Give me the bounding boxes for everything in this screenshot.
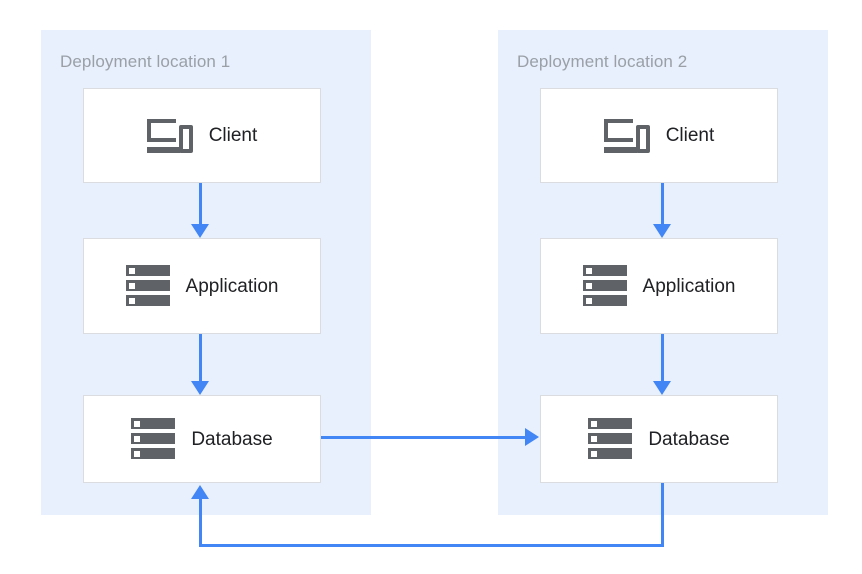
node-application-1[interactable]: Application [83,238,321,334]
connector-client-2-to-application-2 [661,183,664,227]
node-client-1[interactable]: Client [83,88,321,183]
server-icon [582,265,627,307]
node-label-client-1: Client [208,125,258,146]
connector-database-2-to-database-1-vertical-right [661,483,664,547]
node-client-2[interactable]: Client [540,88,778,183]
arrowhead-client-2-to-application-2 [653,224,671,238]
connector-database-2-to-database-1-horizontal [199,544,664,547]
connector-client-1-to-application-1 [199,183,202,227]
server-icon [125,265,170,307]
node-label-application-1: Application [185,275,279,297]
client-devices-icon [603,116,650,156]
connector-application-1-to-database-1 [199,334,202,381]
region-title-deployment-location-2: Deployment location 2 [517,52,688,71]
node-application-2[interactable]: Application [540,238,778,334]
node-label-database-1: Database [191,428,273,450]
database-icon [131,418,176,460]
node-label-application-2: Application [642,275,736,297]
region-title-deployment-location-1: Deployment location 1 [60,52,231,71]
database-icon [588,418,633,460]
arrowhead-client-1-to-application-1 [191,224,209,238]
client-devices-icon [146,116,193,156]
node-label-database-2: Database [648,428,730,450]
arrowhead-application-1-to-database-1 [191,381,209,395]
connector-database-1-to-database-2 [321,436,527,439]
arrowhead-database-1-to-database-2 [525,428,539,446]
node-database-1[interactable]: Database [83,395,321,483]
node-label-client-2: Client [665,125,715,146]
node-database-2[interactable]: Database [540,395,778,483]
connector-application-2-to-database-2 [661,334,664,381]
arrowhead-database-2-to-database-1 [191,485,209,499]
arrowhead-application-2-to-database-2 [653,381,671,395]
connector-database-2-to-database-1-vertical-left [199,498,202,545]
